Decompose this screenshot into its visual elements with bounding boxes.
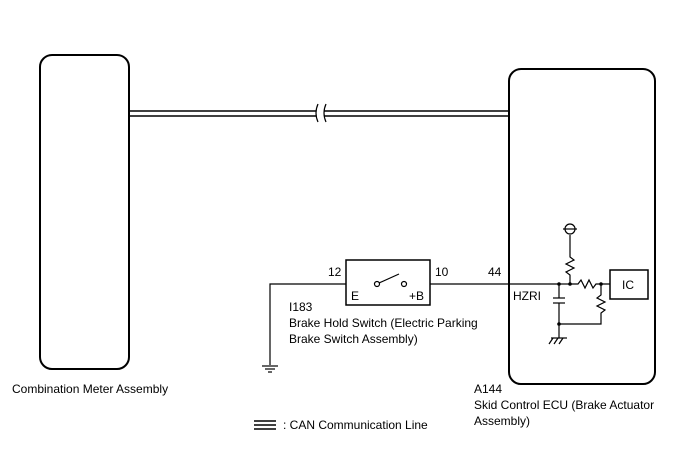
switch-code: I183 <box>289 300 313 314</box>
switch-pin-left: 12 <box>328 265 342 279</box>
power-supply-icon <box>563 223 577 235</box>
ecu-internal-circuit <box>509 235 610 345</box>
switch-pin-right: 10 <box>435 265 449 279</box>
ic-box <box>609 269 649 300</box>
combination-meter-box <box>39 54 130 370</box>
switch-terminal-e: E <box>351 289 359 303</box>
ground-icon <box>262 365 278 373</box>
ecu-terminal-hzri: HZRI <box>513 289 541 303</box>
brake-hold-switch-box <box>345 259 431 306</box>
switch-terminal-b: +B <box>409 289 424 303</box>
ecu-name-line1: Skid Control ECU (Brake Actuator <box>474 398 654 412</box>
switch-name-line2: Brake Switch Assembly) <box>289 332 418 346</box>
switch-name-line1: Brake Hold Switch (Electric Parking <box>289 316 478 330</box>
switch-contact-icon <box>373 273 408 288</box>
can-line-legend-icon <box>254 420 276 430</box>
can-bus-line <box>129 103 509 123</box>
ecu-code: A144 <box>474 382 502 396</box>
ecu-box <box>508 68 656 385</box>
ecu-name-line2: Assembly) <box>474 414 530 428</box>
legend-text: : CAN Communication Line <box>283 418 428 432</box>
ecu-pin: 44 <box>488 265 502 279</box>
combination-meter-label: Combination Meter Assembly <box>12 382 168 396</box>
ground-wire <box>269 283 346 365</box>
ic-label: IC <box>622 278 634 292</box>
